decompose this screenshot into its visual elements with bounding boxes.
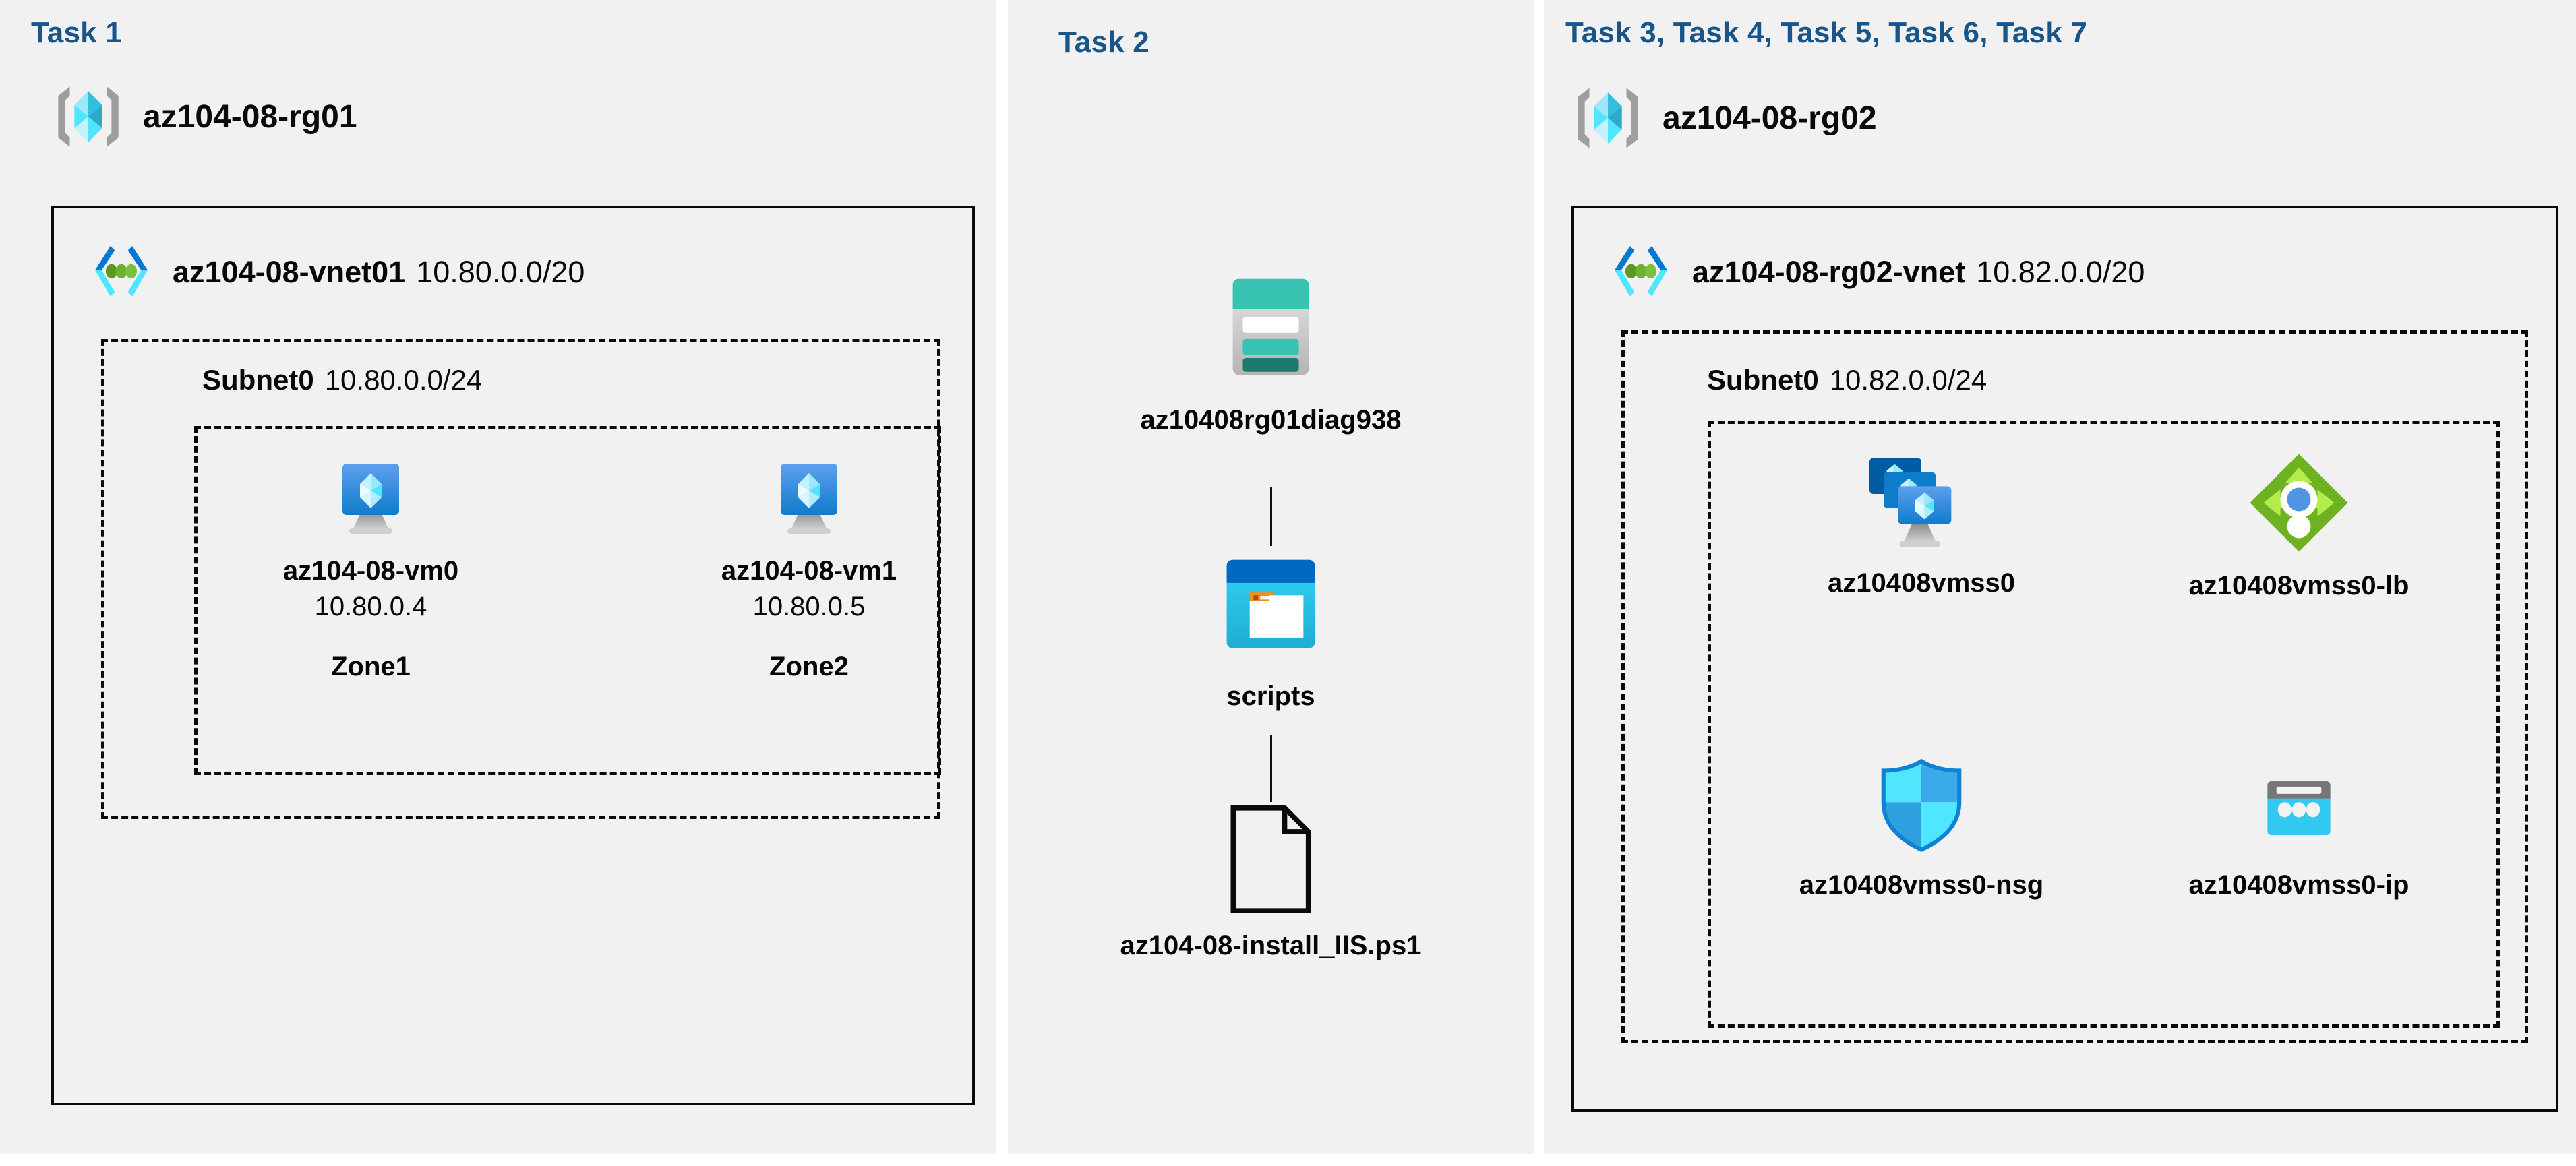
resource-group-label: az104-08-rg01	[143, 98, 357, 135]
vm-node-az104-08-vm0[interactable]: az104-08-vm0 10.80.0.4 Zone1	[263, 456, 479, 682]
vnet-name-label: az104-08-vnet01	[173, 255, 406, 289]
vm-zone-label: Zone2	[769, 652, 849, 681]
virtual-machine-icon	[328, 456, 414, 542]
blob-container-node[interactable]: scripts	[1166, 545, 1375, 712]
vnet-name-label: az104-08-rg02-vnet	[1692, 255, 1966, 289]
resource-group-icon	[1571, 81, 1645, 155]
task1-heading: Task 1	[31, 16, 122, 49]
vm-zone-label: Zone1	[331, 652, 411, 681]
load-balancer-icon	[2245, 449, 2353, 557]
public-ip-node[interactable]: az10408vmss0-ip	[2144, 760, 2454, 900]
load-balancer-label: az10408vmss0-lb	[2188, 571, 2409, 601]
virtual-network-icon	[1606, 237, 1676, 307]
subnet-header-task1: Subnet0 10.80.0.0/24	[202, 364, 482, 396]
public-ip-label: az10408vmss0-ip	[2188, 870, 2409, 900]
vnet-cidr-label: 10.80.0.0/20	[416, 255, 585, 289]
vnet-box-task3to7	[1571, 206, 2558, 1112]
load-balancer-node[interactable]: az10408vmss0-lb	[2144, 449, 2454, 601]
nsg-label: az10408vmss0-nsg	[1799, 870, 2044, 900]
subnet-name-label: Subnet0	[1707, 364, 1819, 396]
resource-group-inner-box-task3to7	[1708, 421, 2500, 1028]
vm-ip-label: 10.80.0.5	[752, 592, 866, 621]
file-icon	[1220, 802, 1321, 917]
network-security-group-icon	[1871, 755, 1972, 856]
vnet-header-task1: az104-08-vnet01 10.80.0.0/20	[86, 237, 585, 307]
subnet-cidr-label: 10.80.0.0/24	[324, 364, 483, 396]
resource-group-label: az104-08-rg02	[1663, 100, 1877, 136]
vm-node-az104-08-vm1[interactable]: az104-08-vm1 10.80.0.5 Zone2	[701, 456, 917, 682]
vm-ip-label: 10.80.0.4	[314, 592, 427, 621]
blob-container-label: scripts	[1226, 681, 1315, 711]
task3to7-heading: Task 3, Task 4, Task 5, Task 6, Task 7	[1565, 16, 2087, 49]
resource-group-icon	[51, 80, 125, 154]
connector-storage-to-container	[1270, 487, 1272, 546]
panel-task3to7	[1544, 0, 2576, 1154]
subnet-box-task3to7	[1621, 330, 2528, 1043]
virtual-network-icon	[86, 237, 156, 307]
nsg-node[interactable]: az10408vmss0-nsg	[1760, 755, 2083, 900]
zone-box-task1	[194, 426, 941, 775]
storage-account-node[interactable]: az10408rg01diag938	[1141, 263, 1401, 435]
vnet-header-task3to7: az104-08-rg02-vnet 10.82.0.0/20	[1606, 237, 2145, 307]
blob-container-icon	[1209, 545, 1332, 667]
vm-name-label: az104-08-vm1	[721, 556, 897, 586]
virtual-machine-icon	[766, 456, 852, 542]
vmss-label: az10408vmss0	[1827, 568, 2016, 598]
vm-name-label: az104-08-vm0	[282, 556, 459, 586]
subnet-name-label: Subnet0	[202, 364, 314, 396]
file-name-label: az104-08-install_IIS.ps1	[1120, 931, 1422, 960]
resource-group-task1: az104-08-rg01	[51, 80, 357, 154]
storage-account-icon	[1207, 263, 1335, 391]
task2-heading: Task 2	[1058, 26, 1149, 59]
panel-task1	[0, 0, 996, 1154]
storage-account-label: az10408rg01diag938	[1140, 405, 1402, 435]
file-node[interactable]: az104-08-install_IIS.ps1	[1106, 802, 1436, 961]
resource-group-task3to7: az104-08-rg02	[1571, 81, 1877, 155]
vmss-node[interactable]: az10408vmss0	[1780, 453, 2063, 599]
connector-container-to-file	[1270, 735, 1272, 802]
subnet-cidr-label: 10.82.0.0/24	[1829, 364, 1987, 396]
public-ip-address-icon	[2251, 760, 2347, 856]
vnet-box-task1	[51, 206, 975, 1105]
vm-scale-set-icon	[1865, 453, 1978, 554]
subnet-header-task3to7: Subnet0 10.82.0.0/24	[1707, 364, 1987, 396]
vnet-cidr-label: 10.82.0.0/20	[1976, 255, 2145, 289]
